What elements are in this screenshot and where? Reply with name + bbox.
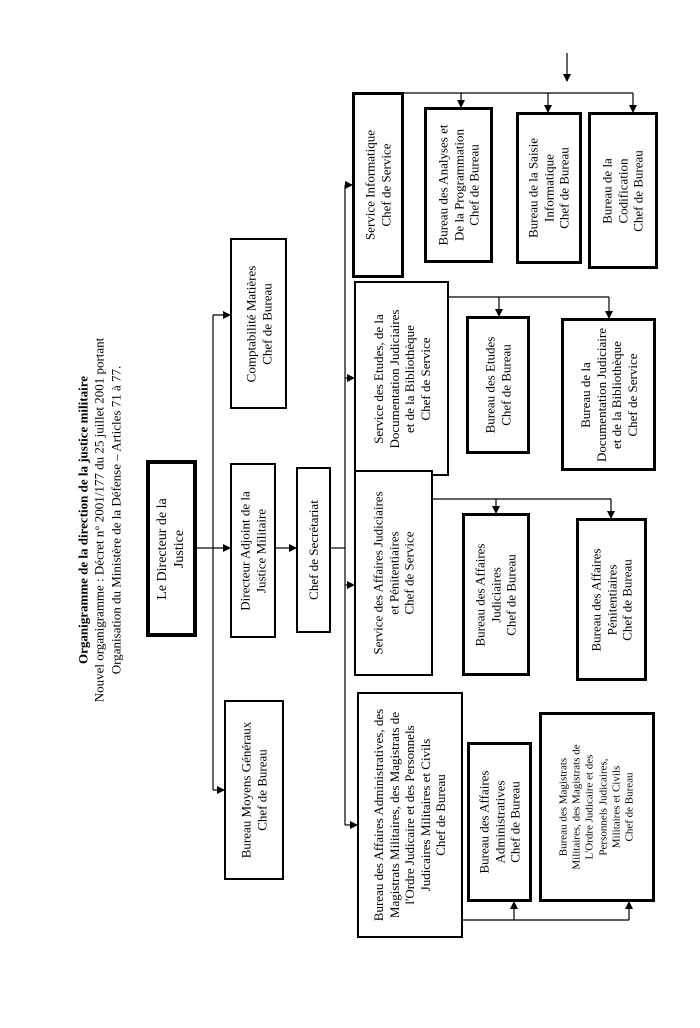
- box-text: Chef de Bureau: [619, 558, 635, 641]
- box-text: Chef de Bureau: [433, 774, 449, 856]
- box-text: Bureau de la: [599, 157, 615, 224]
- box-bureau-codification: Bureau de la Codification Chef de Bureau: [588, 112, 658, 269]
- box-text: Chef de Bureau: [507, 781, 523, 863]
- box-text: et de la Bibliothèque: [401, 324, 417, 433]
- box-text: Documentation Judiciaires: [385, 309, 401, 448]
- box-text: Judiciaires: [488, 566, 504, 623]
- box-text: Bureau des Affaires: [472, 542, 488, 647]
- box-text: Chef de Secrétariat: [305, 500, 321, 600]
- box-text: Codification: [615, 158, 631, 223]
- box-text: Chef de Bureau: [498, 344, 513, 426]
- box-text: Bureau des Affaires: [476, 770, 492, 874]
- box-bureau-analyses: Bureau des Analyses et De la Programmati…: [424, 107, 493, 263]
- box-bureau-administratives: Bureau des Affaires Administratives Chef…: [467, 742, 532, 902]
- box-text: Chef de Bureau: [466, 144, 482, 226]
- box-text: Bureau Moyens Généraux: [238, 721, 254, 859]
- box-text: Bureau des Magistrats: [557, 757, 570, 857]
- box-text: Documentation Judiciaire: [592, 327, 608, 462]
- box-text: Chef de Bureau: [254, 749, 269, 831]
- box-text: Bureau de la: [577, 361, 593, 428]
- box-text: Comptabilité Matières: [242, 265, 258, 382]
- box-text: L'Ordre Judicaire et des: [583, 754, 596, 860]
- box-moyens-generaux: Bureau Moyens Généraux Chef de Bureau: [224, 700, 284, 880]
- box-text: Chef de Service: [624, 352, 640, 437]
- box-affaires-administratives: Bureau des Affaires Administratives, des…: [357, 692, 463, 938]
- box-text: Service des Etudes, de la: [370, 313, 386, 444]
- box-text: De la Programmation: [450, 129, 466, 241]
- box-text: Chef de Service: [378, 143, 393, 227]
- box-text: Administratives: [491, 780, 507, 864]
- box-text: Bureau des Etudes: [482, 336, 498, 434]
- box-text: et Pénitentiaires: [385, 531, 401, 615]
- box-text: Chef de Bureau: [556, 147, 572, 229]
- box-text: Chef de Service: [401, 531, 417, 615]
- box-directeur-adjoint: Directeur Adjoint de la Justice Militair…: [230, 463, 276, 638]
- box-bureau-penitentiaires: Bureau des Affaires Pénitentiaires Chef …: [576, 518, 647, 681]
- box-text: Bureau des Analyses et: [435, 124, 451, 246]
- box-text: Service des Affaires Judiciaires: [370, 491, 386, 655]
- box-comptabilite: Comptabilité Matières Chef de Bureau: [230, 238, 287, 409]
- box-bureau-etudes: Bureau des Etudes Chef de Bureau: [466, 316, 530, 454]
- box-text: Personnels Judicaires,: [597, 758, 609, 856]
- box-text: et de la Bibliothèque: [608, 340, 624, 449]
- box-service-penitentiaires: Service des Affaires Judiciaires et Péni…: [354, 470, 433, 676]
- box-text: Magistrats Militaires, des Magistrats de: [386, 711, 402, 919]
- box-text: Bureau des Affaires Administratives, des: [371, 708, 387, 922]
- box-secretariat: Chef de Secrétariat: [296, 467, 331, 633]
- box-text: Chef de Bureau: [503, 553, 519, 636]
- box-bureau-saisie: Bureau de la Saisie Informatique Chef de…: [516, 112, 582, 264]
- box-text: Chef de Bureau: [623, 772, 636, 842]
- box-text: Directeur Adjoint de la: [237, 490, 253, 611]
- box-text: Bureau de la Saisie: [525, 138, 541, 238]
- box-text: Informatique: [541, 154, 557, 222]
- box-text: Chef de Bureau: [630, 149, 646, 232]
- box-bureau-documentation: Bureau de la Documentation Judiciaire et…: [561, 318, 656, 471]
- box-text: Justice: [171, 529, 187, 568]
- box-bureau-magistrats: Bureau des Magistrats Militaires, des Ma…: [539, 712, 655, 902]
- box-text: Judicaires Militaires et Civils: [417, 738, 433, 892]
- box-text: Militaires et Civils: [610, 765, 623, 849]
- box-text: Chef de Bureau: [258, 282, 274, 365]
- box-text: Service Informatique: [362, 129, 378, 241]
- box-text: Bureau des Affaires: [588, 547, 604, 652]
- box-text: Pénitentiaires: [603, 564, 619, 635]
- box-service-etudes: Service des Etudes, de la Documentation …: [354, 281, 449, 476]
- box-text: Justice Militaire: [253, 508, 268, 593]
- box-text: l'Ordre Judicaire et des Personnels: [402, 725, 418, 905]
- box-directeur: Le Directeur de la Justice: [146, 460, 197, 637]
- box-text: Militaires, des Magistrats de: [570, 744, 583, 870]
- box-text: Chef de Service: [417, 336, 433, 421]
- box-bureau-judiciaires: Bureau des Affaires Judiciaires Chef de …: [462, 513, 530, 676]
- box-text: Le Directeur de la: [154, 497, 170, 600]
- box-service-informatique: Service Informatique Chef de Service: [352, 92, 404, 278]
